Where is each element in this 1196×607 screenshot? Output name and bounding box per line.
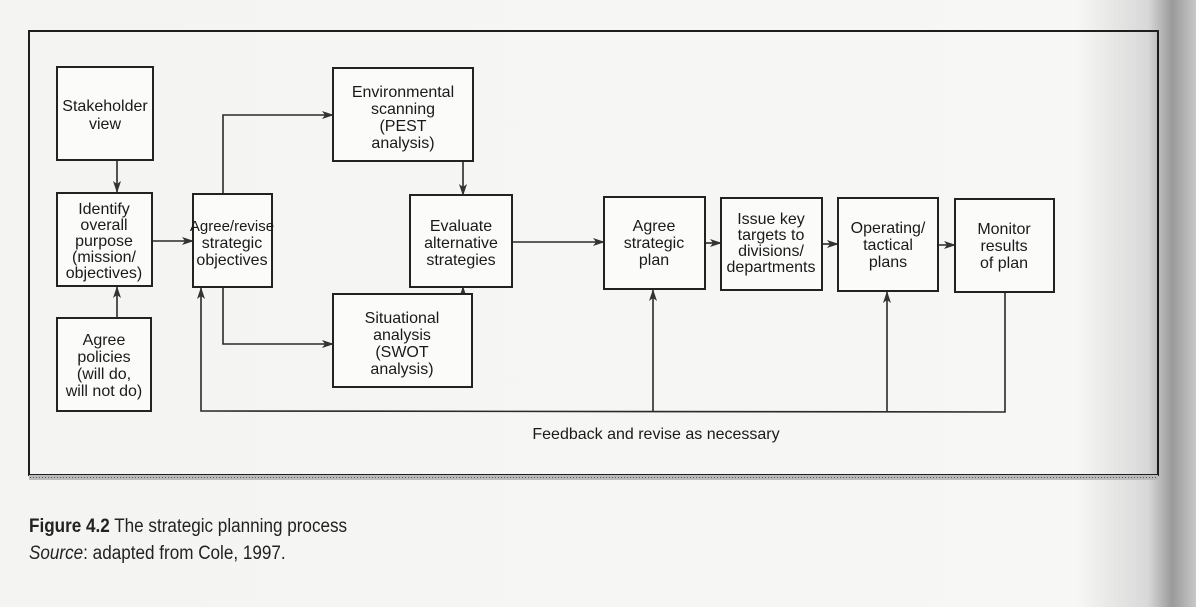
box-text: will not do) — [65, 383, 142, 400]
feedback-label: Feedback and revise as necessary — [532, 426, 779, 443]
box-text: Monitor — [977, 221, 1031, 238]
box-text: plan — [639, 252, 669, 269]
box-text: purpose — [75, 233, 133, 250]
box-text: overall — [80, 217, 127, 234]
box-text: Environmental — [352, 84, 454, 101]
box-text: Evaluate — [430, 218, 492, 235]
caption-title-line: Figure 4.2 The strategic planning proces… — [29, 513, 347, 540]
box-text: policies — [77, 349, 130, 366]
arrow-revise-environmental — [222, 111, 334, 194]
feedback-loop-line — [197, 287, 1006, 413]
box-agree-revise-objectives: Agree/revise strategic objectives — [190, 193, 274, 288]
box-text: objectives) — [66, 265, 142, 282]
arrow-revise-situational — [222, 287, 334, 348]
box-text: Agree — [83, 332, 126, 349]
box-text: departments — [727, 259, 816, 276]
box-text: Stakeholder — [62, 98, 148, 115]
box-text: (will do, — [77, 366, 131, 383]
box-evaluate-strategies: Evaluate alternative strategies — [409, 194, 513, 288]
figure-number: Figure 4.2 — [29, 516, 110, 537]
box-text: targets to — [738, 227, 805, 244]
box-text: Identify — [78, 201, 130, 218]
frame-shadow — [29, 475, 1158, 480]
box-text: Issue key — [737, 211, 805, 228]
box-agree-policies: Agree policies (will do, will not do) — [56, 317, 152, 412]
box-text: Agree/revise — [190, 218, 274, 235]
connectors — [113, 111, 1006, 413]
box-situational-analysis: Situational analysis (SWOT analysis) — [332, 293, 473, 388]
box-text: alternative — [424, 235, 498, 252]
box-text: strategic — [624, 235, 684, 252]
box-text: results — [980, 238, 1027, 255]
figure-caption: Figure 4.2 The strategic planning proces… — [29, 513, 347, 567]
box-text: of plan — [980, 255, 1028, 272]
box-issue-key-targets: Issue key targets to divisions/ departme… — [720, 197, 823, 291]
box-text: view — [89, 116, 121, 133]
box-text: Situational — [365, 310, 440, 327]
box-text: strategies — [426, 252, 495, 269]
box-agree-strategic-plan: Agree strategic plan — [603, 196, 706, 290]
box-text: scanning — [371, 101, 435, 118]
box-monitor-results: Monitor results of plan — [954, 198, 1055, 293]
caption-source-line: Source: adapted from Cole, 1997. — [29, 540, 347, 567]
box-text: Operating/ — [851, 220, 926, 237]
box-text: analysis) — [370, 361, 433, 378]
box-text: divisions/ — [738, 243, 804, 260]
box-text: objectives — [196, 252, 267, 269]
box-text: (PEST — [379, 118, 426, 135]
box-text: analysis — [373, 327, 431, 344]
box-text: (SWOT — [375, 344, 429, 361]
box-text: (mission/ — [72, 249, 137, 266]
box-text: plans — [869, 254, 907, 271]
box-text: Agree — [633, 218, 676, 235]
box-stakeholder-view: Stakeholder view — [56, 66, 154, 161]
box-text: tactical — [863, 237, 913, 254]
source-label: Source — [29, 543, 84, 564]
figure-title: The strategic planning process — [114, 516, 348, 537]
box-identify-purpose: Identify overall purpose (mission/ objec… — [56, 192, 153, 287]
source-text: : adapted from Cole, 1997. — [83, 543, 286, 564]
box-operating-tactical-plans: Operating/ tactical plans — [837, 197, 939, 292]
box-text: strategic — [202, 235, 262, 252]
box-environmental-scanning: Environmental scanning (PEST analysis) — [332, 67, 474, 162]
box-text: analysis) — [371, 135, 434, 152]
